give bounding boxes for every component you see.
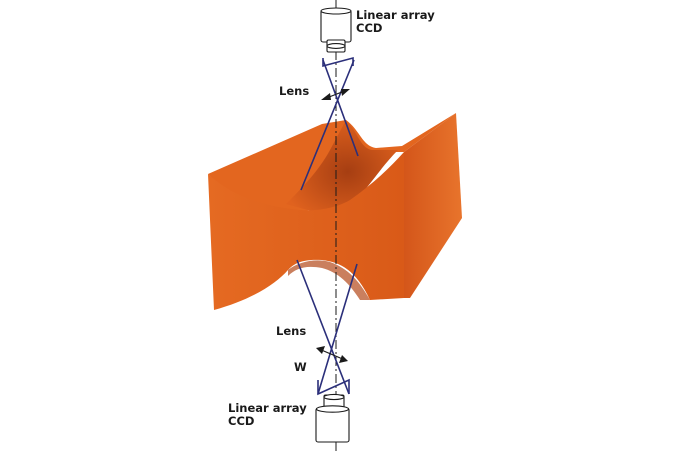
bottom-ccd-label-line2: CCD (228, 414, 255, 428)
bottom-ccd-body (315, 407, 350, 443)
bottom-lens-arrow-right (339, 355, 348, 363)
top-ray-right (322, 59, 359, 157)
top-ccd-lens-front (326, 43, 346, 49)
bottom-ccd-lens-front (323, 393, 345, 401)
top-ray-left (300, 59, 355, 191)
bottom-ccd-label-line1: Linear array (228, 401, 307, 415)
bottom-lens-arrow-left (316, 346, 325, 354)
bottom-ray-left (296, 259, 350, 395)
width-symbol-label: W (294, 360, 307, 374)
bottom-sensor-bracket (317, 378, 350, 396)
workpiece-groove (286, 120, 398, 214)
light-rays (296, 56, 359, 396)
workpiece-right-face (404, 113, 462, 298)
top-lens-symbol (321, 89, 350, 100)
top-ccd-label-line2: CCD (356, 21, 383, 35)
bottom-lens-symbol (316, 346, 348, 363)
top-ccd-body (320, 9, 352, 43)
workpiece (208, 113, 462, 310)
top-ccd-label: Linear array CCD (356, 9, 435, 35)
bottom-ccd-label: Linear array CCD (228, 402, 307, 428)
top-ccd-camera (320, 7, 352, 53)
workpiece-notch-shade (288, 260, 370, 300)
bottom-lens-label: Lens (276, 324, 307, 338)
top-ccd-rim (320, 7, 352, 15)
bottom-ccd-camera (315, 393, 350, 443)
top-ccd-label-line1: Linear array (356, 8, 435, 22)
top-lens-arrow-right (341, 89, 350, 96)
top-lens-arrow-left (321, 93, 331, 100)
bottom-ray-right (317, 263, 358, 395)
top-sensor-bracket (322, 56, 354, 68)
bottom-ccd-rim (315, 405, 350, 413)
top-lens-label: Lens (279, 84, 310, 98)
